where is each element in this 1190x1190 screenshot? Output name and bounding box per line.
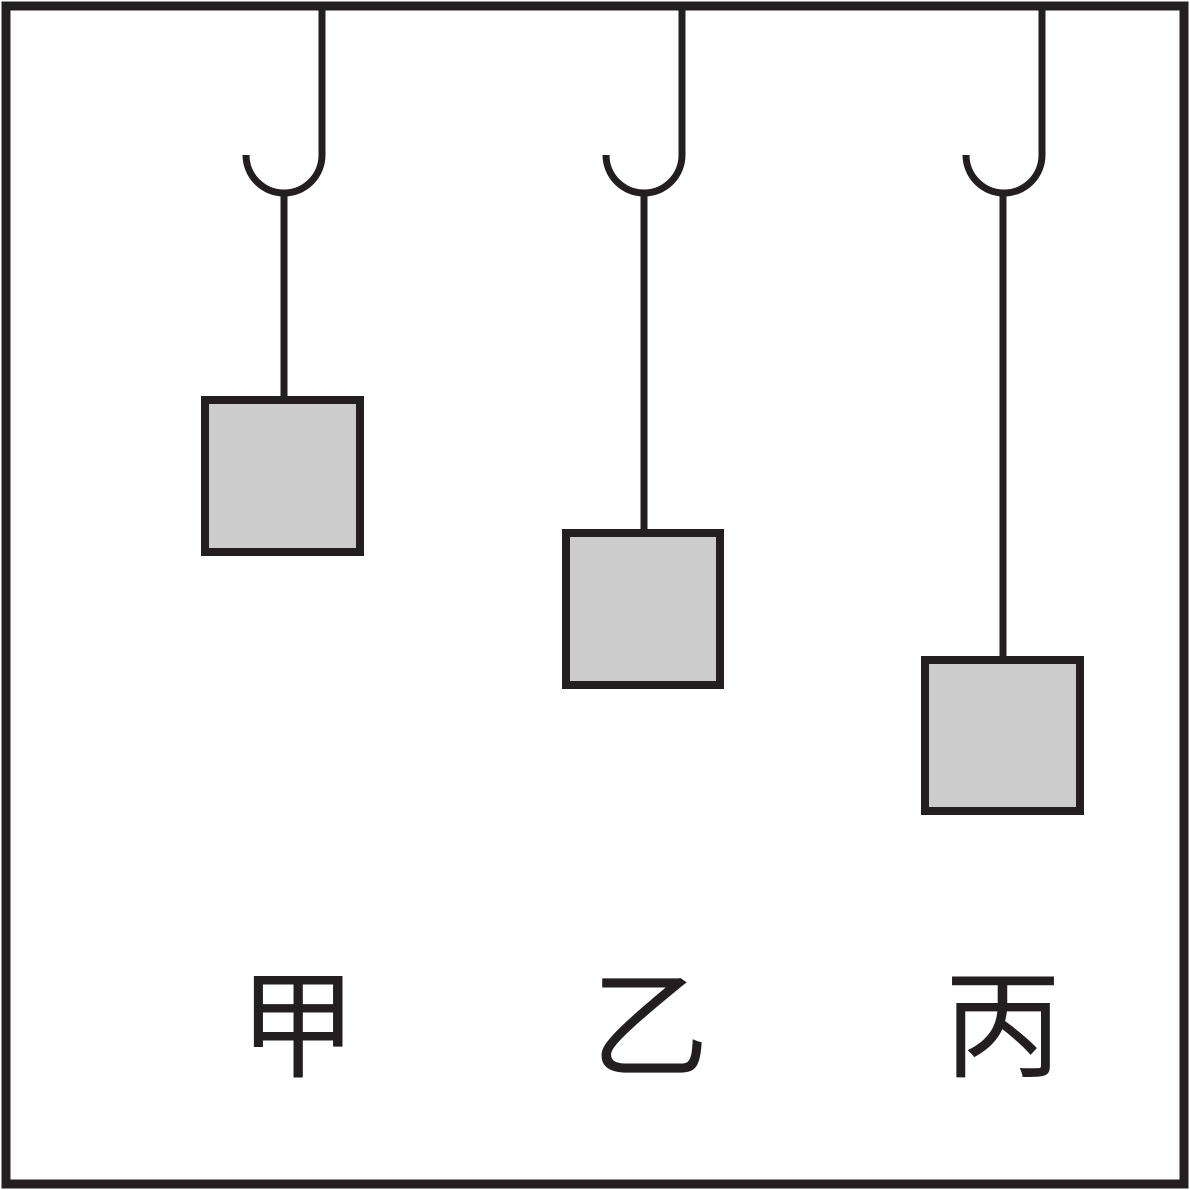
label-bing: 丙 (944, 958, 1062, 1096)
label-jia: 甲 (239, 958, 357, 1096)
hook-bing (962, 8, 1046, 197)
label-yi: 乙 (591, 958, 709, 1096)
block-bing (921, 656, 1084, 815)
pendulum-yi: 乙 (562, 8, 724, 1096)
block-yi (562, 529, 724, 689)
pendulum-bing: 丙 (921, 8, 1084, 1096)
hook-jia (242, 8, 326, 197)
hook-yi (602, 8, 686, 197)
pendulum-jia: 甲 (201, 8, 364, 1096)
block-jia (201, 396, 364, 556)
